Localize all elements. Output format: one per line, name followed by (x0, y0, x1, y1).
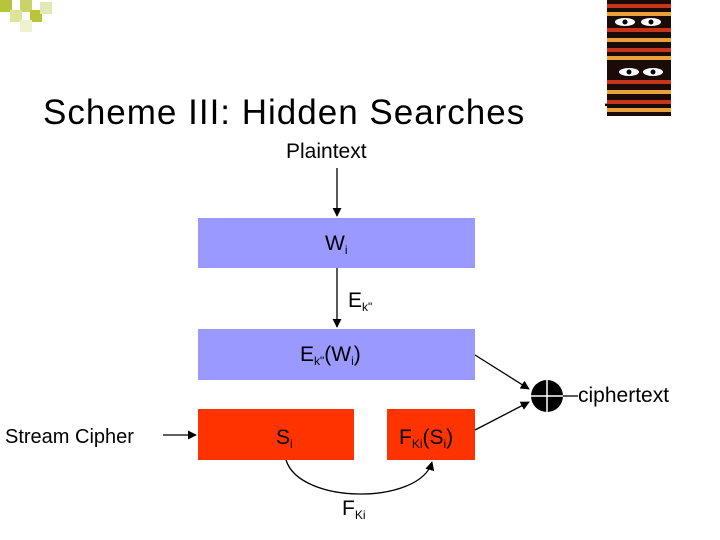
fki-si-box (387, 409, 475, 460)
ekwi-to-xor-arrow (474, 354, 530, 390)
fki-curve-arrow (285, 459, 435, 495)
plaintext-label: Plaintext (286, 140, 367, 163)
ekwi-label: Ek"(Wi) (300, 343, 361, 368)
fki-label: FKi (342, 497, 366, 522)
fki-si-label: FKi(Si) (399, 426, 454, 451)
ek-label: Ek" (348, 289, 373, 314)
title-overflow-mark: . (603, 86, 610, 111)
xor-operator-icon (531, 380, 563, 412)
fki-to-xor-arrow (474, 401, 530, 431)
si-label: Si (276, 426, 293, 451)
checkered-squares-decoration (0, 0, 52, 32)
slide-title: Scheme III: Hidden Searches (43, 93, 526, 133)
stream-cipher-label: Stream Cipher (5, 426, 134, 448)
wi-label: Wi (325, 232, 348, 257)
ekwi-box (198, 329, 475, 380)
hidden-eyes-logo (607, 0, 671, 116)
wi-box (198, 218, 475, 268)
si-box (198, 409, 354, 460)
ciphertext-label: ciphertext (578, 384, 670, 407)
